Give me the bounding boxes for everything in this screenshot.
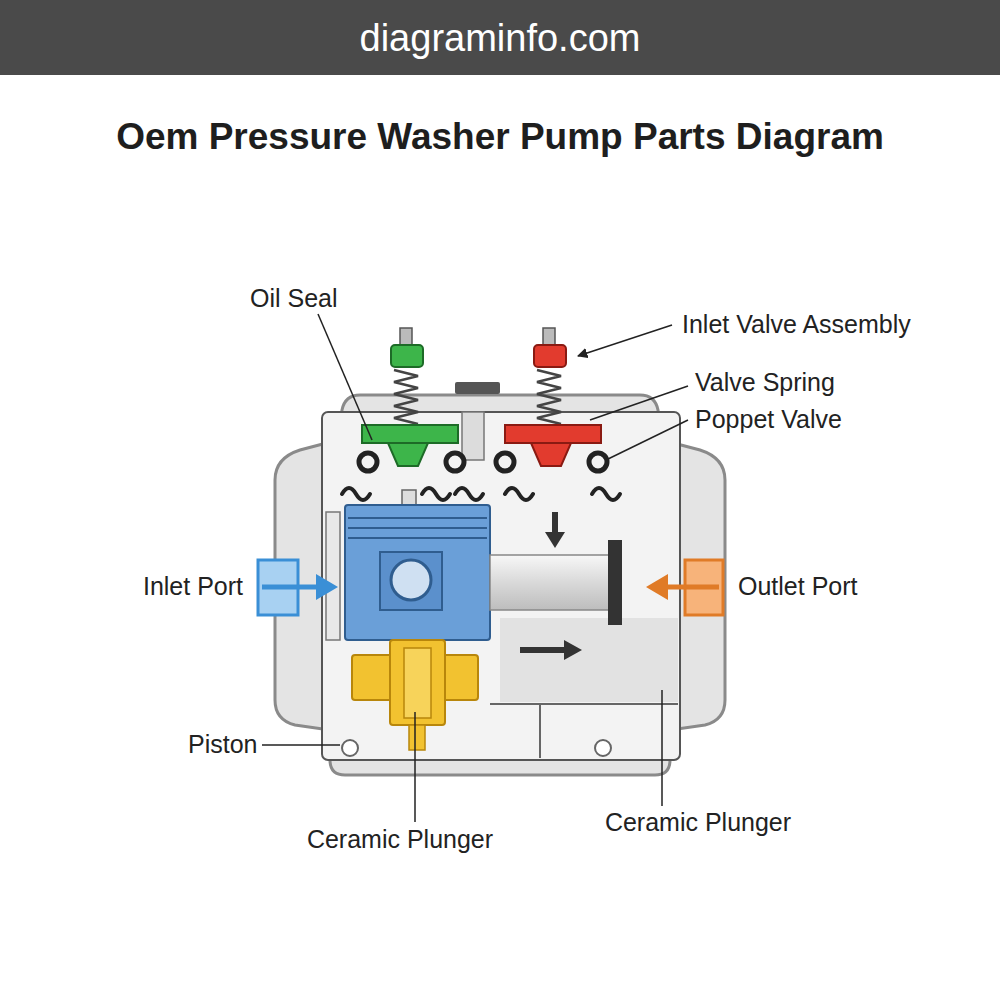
pump-housing — [275, 395, 725, 775]
inlet-arrow-head — [316, 574, 338, 600]
valve-stem — [400, 328, 412, 346]
retaining-clip — [422, 488, 450, 500]
diagram-title: Oem Pressure Washer Pump Parts Diagram — [0, 112, 1000, 162]
pump-cavity — [322, 412, 680, 760]
part-label: Valve Spring — [695, 369, 835, 397]
part-label: Piston — [188, 731, 257, 759]
poppet-cone — [388, 443, 428, 466]
discharge-cylinder — [490, 555, 610, 610]
valve-plate — [505, 425, 601, 443]
leader-line — [590, 386, 688, 420]
o-ring — [359, 453, 377, 471]
inlet-arrow — [262, 585, 320, 590]
valve-spring — [394, 370, 418, 424]
plunger-body — [390, 640, 445, 725]
part-label: Ceramic Plunger — [307, 826, 493, 854]
chamber-wall — [539, 704, 541, 758]
site-watermark: diagraminfo.com — [360, 19, 641, 57]
retaining-clip — [455, 488, 483, 500]
plunger-core — [404, 648, 431, 718]
piston-body — [345, 505, 490, 640]
o-ring — [496, 453, 514, 471]
piston-groove — [348, 537, 487, 539]
chamber-wall — [490, 703, 678, 705]
valve-stem — [543, 328, 555, 346]
piston-groove — [348, 517, 487, 519]
wrist-pin — [391, 560, 431, 600]
flow-arrow-head — [564, 640, 582, 660]
center-stem — [462, 412, 484, 460]
end-plate — [608, 540, 622, 625]
flow-arrow — [552, 512, 558, 534]
leader-line — [318, 314, 372, 440]
flow-arrow — [520, 647, 566, 653]
cylinder-wall — [326, 512, 340, 640]
valve-cap — [391, 345, 423, 367]
part-label: Inlet Valve Assembly — [682, 311, 911, 339]
retaining-clip — [505, 488, 533, 500]
part-label: Inlet Port — [143, 573, 243, 601]
leader-line — [414, 712, 416, 822]
poppet-cone — [531, 443, 571, 466]
lower-chamber — [500, 618, 678, 702]
outlet-arrow — [664, 585, 719, 590]
top-bar — [455, 382, 500, 394]
mounting-hole — [595, 740, 611, 756]
part-label: Outlet Port — [738, 573, 858, 601]
retaining-clip — [342, 488, 370, 500]
retaining-clip — [592, 488, 620, 500]
mounting-hole — [342, 740, 358, 756]
valve-plate — [362, 425, 458, 443]
part-label: Poppet Valve — [695, 406, 842, 434]
leader-line — [606, 420, 688, 460]
leader-line — [661, 690, 663, 806]
leader-line — [578, 325, 672, 356]
outlet-arrow-head — [646, 574, 668, 600]
valve-cap — [534, 345, 566, 367]
piston-groove — [348, 527, 487, 529]
o-ring — [589, 453, 607, 471]
wrist-pin-housing — [380, 552, 442, 610]
leader-line — [262, 744, 340, 746]
o-ring — [446, 453, 464, 471]
part-label: Oil Seal — [250, 285, 338, 313]
part-label: Ceramic Plunger — [605, 809, 791, 837]
flow-arrow-head — [545, 532, 565, 548]
plunger-stem — [409, 725, 425, 750]
header-band: diagraminfo.com — [0, 0, 1000, 75]
valve-spring — [537, 370, 561, 424]
